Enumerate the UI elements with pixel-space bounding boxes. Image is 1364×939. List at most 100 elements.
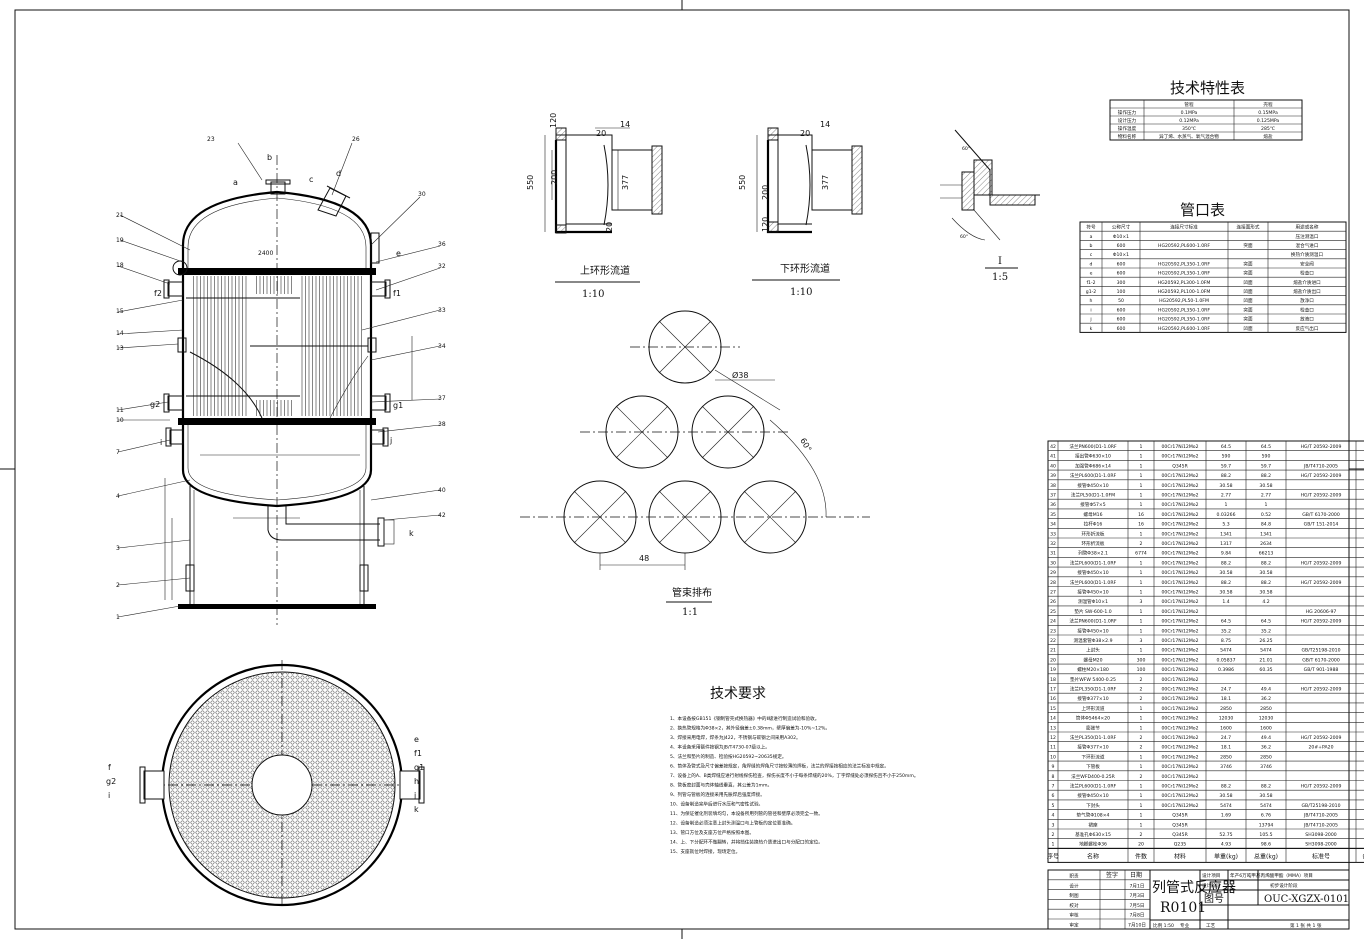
parts-cell: 8.75	[1221, 638, 1231, 644]
parts-cell: 88.2	[1261, 473, 1271, 479]
parts-cell: 1	[1140, 502, 1143, 508]
parts-cell: 下管板	[1086, 763, 1100, 770]
parts-cell: GB/T 901-1988	[1304, 667, 1339, 673]
tube-layout: 48 Ø38 60° 管束排布 1:1	[520, 310, 870, 618]
parts-cell: 18.1	[1221, 745, 1231, 751]
svg-text:21: 21	[116, 212, 124, 219]
parts-cell: 00Cr17Ni12Mo2	[1161, 492, 1198, 498]
title-block-date: 7月5日	[1129, 903, 1144, 909]
nozzle-cell: b	[1090, 243, 1093, 249]
tech-requirement-line: 12、设备制造必须注意上封头测温口与上管板的定位要准确。	[670, 820, 795, 827]
parts-cell: 00Cr17Ni12Mo2	[1161, 686, 1198, 692]
nozzle-cell: 突面	[1243, 316, 1253, 323]
tb-scale: 比例 1:50	[1153, 922, 1174, 929]
tb-date-header: 日期	[1130, 871, 1142, 879]
nozzle-cell: 安全阀	[1300, 260, 1314, 267]
vessel-elevation: 21 19 18 15 14 13 11 10 7 4 3 2 1 30 36 …	[116, 136, 446, 625]
parts-cell: 00Cr17Ni12Mo2	[1161, 725, 1198, 731]
parts-cell: 24.7	[1221, 735, 1231, 741]
nozzle-cell: a	[1090, 235, 1093, 240]
parts-cell: 15	[1050, 706, 1056, 712]
parts-cell: 00Cr17Ni12Mo2	[1161, 754, 1198, 760]
parts-cell: 59.7	[1221, 463, 1231, 469]
parts-cell: 32	[1050, 541, 1056, 547]
parts-cell: HG/T 20592-2009	[1301, 580, 1342, 586]
parts-cell: 2	[1140, 541, 1143, 547]
parts-cell: 1	[1140, 609, 1143, 615]
parts-cell: HG/T 20592-2009	[1301, 783, 1342, 789]
tb-major: 专业	[1180, 922, 1190, 929]
parts-cell: 法兰PL350(D1-1.0RF	[1070, 734, 1117, 741]
parts-cell: 法兰PL350(D1-1.0RF	[1070, 685, 1117, 692]
parts-cell: 16	[1138, 522, 1144, 528]
lower-channel-caption: 下环形流道	[780, 262, 830, 275]
title-block-date: 7月10日	[1128, 923, 1146, 929]
parts-cell: 37	[1050, 492, 1056, 498]
parts-cell: 螺母M20	[1084, 656, 1103, 663]
parts-cell: 裙座	[1088, 821, 1098, 828]
upper-channel-scale: 1:10	[582, 289, 604, 300]
upper-dim-377: 377	[621, 175, 630, 190]
parts-cell: 64.5	[1261, 619, 1271, 625]
title-block-date: 7月3日	[1129, 893, 1144, 899]
parts-cell: 88.2	[1221, 783, 1231, 789]
nozzle-label-k: k	[409, 529, 414, 538]
nozzle-cell: 压注测温口	[1296, 233, 1319, 240]
parts-cell: 13	[1050, 725, 1056, 731]
parts-header-cell: 名称	[1087, 852, 1099, 860]
nozzle-cell: 300	[1117, 280, 1126, 286]
parts-cell: 垫气管Φ108×4	[1077, 812, 1110, 819]
parts-cell: 1	[1140, 531, 1143, 537]
parts-cell: HG 20606-97	[1306, 609, 1337, 615]
parts-cell: HG/T 20592-2009	[1301, 735, 1342, 741]
upper-dim-200: 200	[550, 170, 559, 185]
tb-drawing-no: OUC-XGZX-0101	[1264, 894, 1349, 905]
parts-cell: 2	[1140, 745, 1143, 751]
nozzle-cell: 600	[1117, 326, 1126, 332]
parts-cell: 17	[1050, 686, 1056, 692]
nozzle-cell: HG20592,PL350-1.0RF	[1158, 261, 1210, 267]
parts-cell: 41	[1050, 454, 1056, 460]
nozzle-cell: 600	[1117, 243, 1126, 249]
title-block-role: 审定	[1069, 922, 1079, 929]
parts-cell: 00Cr17Ni12Mo2	[1161, 589, 1198, 595]
tech-requirement-line: 1、本设备按GB151《钢制管壳式换热器》中的Ⅱ级进行制造试验和验收。	[670, 715, 819, 722]
parts-cell: 下封头	[1086, 802, 1100, 809]
parts-cell: 垫片WFW 5400-0.25	[1070, 676, 1116, 683]
nozzle-cell: 换热介质测温口	[1291, 251, 1324, 258]
specs-cell: 0.15MPa	[1258, 110, 1278, 116]
tech-requirement-line: 8、管板密封面与壳体轴线垂直，其公差为1mm。	[670, 782, 772, 789]
parts-cell: 590	[1222, 454, 1231, 460]
tube-dia-dim: Ø38	[732, 370, 748, 380]
parts-cell: 52.75	[1219, 832, 1232, 838]
parts-cell: 39	[1050, 473, 1056, 479]
specs-cell: 285℃	[1261, 126, 1275, 132]
parts-cell: 35.2	[1221, 628, 1231, 634]
nozzle-cell: 600	[1117, 271, 1126, 277]
tb-stage-label: 设计阶段	[1202, 882, 1221, 889]
nozzle-cell: 600	[1117, 261, 1126, 267]
parts-cell: 00Cr17Ni12Mo2	[1161, 619, 1198, 625]
parts-cell: 30.58	[1259, 793, 1272, 799]
parts-cell: 法兰WFD400-0.25R	[1071, 773, 1116, 780]
specs-cell: 350℃	[1182, 126, 1196, 132]
parts-cell: 3	[1140, 638, 1143, 644]
parts-cell: Q345R	[1172, 832, 1188, 838]
parts-cell: 1	[1140, 580, 1143, 586]
nozzle-cell: k	[1090, 326, 1093, 332]
parts-cell: 31	[1050, 551, 1056, 557]
parts-cell: 00Cr17Ni12Mo2	[1161, 444, 1198, 450]
svg-text:1: 1	[116, 614, 120, 621]
parts-cell: 基准孔Φ630×15	[1075, 831, 1111, 838]
nozzle-cell: 连接面形式	[1237, 224, 1260, 231]
tech-requirement-line: 10、设备制造完毕后进行水压和气密性试验。	[670, 801, 763, 808]
parts-cell: 3	[1140, 599, 1143, 605]
nozzle-cell: h	[1090, 298, 1093, 304]
parts-cell: 19	[1050, 667, 1056, 673]
parts-cell: 88.2	[1261, 783, 1271, 789]
parts-cell: 4.2	[1262, 599, 1269, 605]
nozzle-cell: 突面	[1243, 260, 1253, 267]
tb-code: R0101	[1160, 900, 1206, 916]
parts-cell: 0.05837	[1217, 657, 1236, 663]
parts-cell: 接管Φ450×10	[1077, 482, 1108, 489]
